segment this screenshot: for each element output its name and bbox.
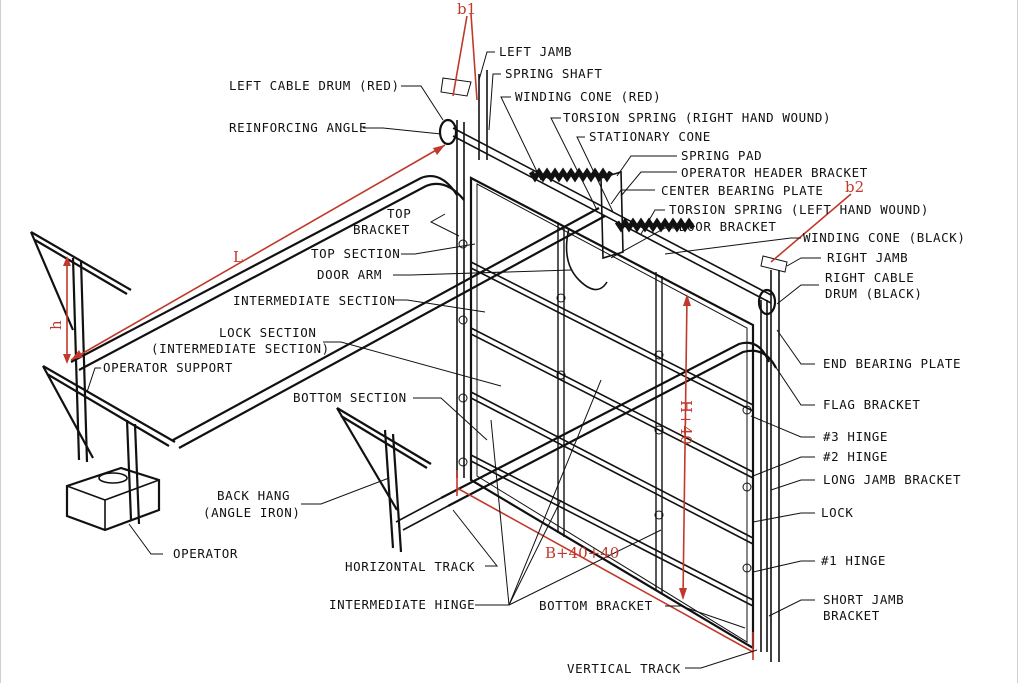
label-back-hang-line2: (ANGLE IRON)	[203, 505, 301, 520]
left-jamb-structure	[440, 70, 488, 478]
dim-h: h	[47, 320, 65, 330]
label-hinge-2: #2 HINGE	[823, 449, 888, 464]
dimension-b1	[452, 13, 478, 101]
right-jamb-structure	[760, 255, 788, 662]
back-hang	[336, 407, 432, 553]
label-reinforcing-angle: REINFORCING ANGLE	[229, 120, 367, 135]
label-long-jamb-bracket: LONG JAMB BRACKET	[823, 472, 961, 487]
door-arm	[565, 227, 608, 291]
label-bottom-bracket: BOTTOM BRACKET	[539, 598, 653, 613]
dimension-L	[70, 144, 446, 361]
operator-support-left	[29, 231, 132, 463]
operator-header-plate	[600, 170, 624, 260]
dimension-b2	[770, 193, 852, 263]
label-operator-support: OPERATOR SUPPORT	[103, 360, 233, 375]
label-stationary-cone: STATIONARY CONE	[589, 129, 711, 144]
label-end-bearing-plate: END BEARING PLATE	[823, 356, 961, 371]
dim-b1: b1	[457, 0, 476, 18]
label-spring-shaft: SPRING SHAFT	[505, 66, 603, 81]
label-spring-pad: SPRING PAD	[681, 148, 762, 163]
torsion-spring-right	[528, 167, 614, 183]
label-left-jamb: LEFT JAMB	[499, 44, 572, 59]
label-short-jamb-bracket-line1: SHORT JAMB	[823, 592, 904, 607]
dimension-height	[679, 294, 691, 600]
label-intermediate-section: INTERMEDIATE SECTION	[233, 293, 396, 308]
label-center-bearing-plate: CENTER BEARING PLATE	[661, 183, 824, 198]
label-door-bracket: DOOR BRACKET	[679, 219, 777, 234]
label-bottom-section: BOTTOM SECTION	[293, 390, 407, 405]
label-hinge-1: #1 HINGE	[821, 553, 886, 568]
dim-width: B+40+40	[545, 544, 619, 562]
label-winding-cone-black: WINDING CONE (BLACK)	[803, 230, 966, 245]
label-top-section: TOP SECTION	[311, 246, 400, 261]
torsion-spring-left	[614, 217, 696, 233]
label-door-arm: DOOR ARM	[317, 267, 382, 282]
dim-b2: b2	[845, 178, 864, 196]
label-vertical-track: VERTICAL TRACK	[567, 661, 681, 676]
door-panel	[458, 176, 755, 650]
label-winding-cone-red: WINDING CONE (RED)	[515, 89, 661, 104]
label-torsion-spring-left: TORSION SPRING (LEFT HAND WOUND)	[669, 202, 929, 217]
label-top-bracket-line2: BRACKET	[353, 222, 410, 237]
label-top-bracket-line1: TOP	[387, 206, 411, 221]
label-intermediate-hinge: INTERMEDIATE HINGE	[329, 597, 475, 612]
dimension-h	[63, 256, 71, 364]
spring-shaft	[438, 118, 777, 316]
label-lock-section-line1: LOCK SECTION	[219, 325, 317, 340]
operator-support-right	[42, 365, 176, 525]
label-right-cable-drum-line1: RIGHT CABLE	[825, 270, 914, 285]
dim-height: H+40	[677, 400, 695, 445]
operator-unit	[65, 466, 161, 532]
label-left-cable-drum: LEFT CABLE DRUM (RED)	[229, 78, 400, 93]
leader-lines	[86, 51, 821, 669]
label-flag-bracket: FLAG BRACKET	[823, 397, 921, 412]
label-short-jamb-bracket-line2: BRACKET	[823, 608, 880, 623]
label-back-hang-line1: BACK HANG	[217, 488, 290, 503]
dim-L: L	[233, 248, 243, 266]
label-operator-header-bracket: OPERATOR HEADER BRACKET	[681, 165, 868, 180]
label-right-cable-drum-line2: DRUM (BLACK)	[825, 286, 923, 301]
label-torsion-spring-right: TORSION SPRING (RIGHT HAND WOUND)	[563, 110, 831, 125]
horizontal-tracks	[70, 174, 777, 531]
label-hinge-3: #3 HINGE	[823, 429, 888, 444]
label-lock: LOCK	[821, 505, 854, 520]
label-horizontal-track: HORIZONTAL TRACK	[345, 559, 475, 574]
label-operator: OPERATOR	[173, 546, 238, 561]
dimension-width	[456, 470, 754, 660]
label-lock-section-line2: (INTERMEDIATE SECTION)	[151, 341, 330, 356]
label-right-jamb: RIGHT JAMB	[827, 250, 908, 265]
operator-rail	[172, 207, 606, 449]
